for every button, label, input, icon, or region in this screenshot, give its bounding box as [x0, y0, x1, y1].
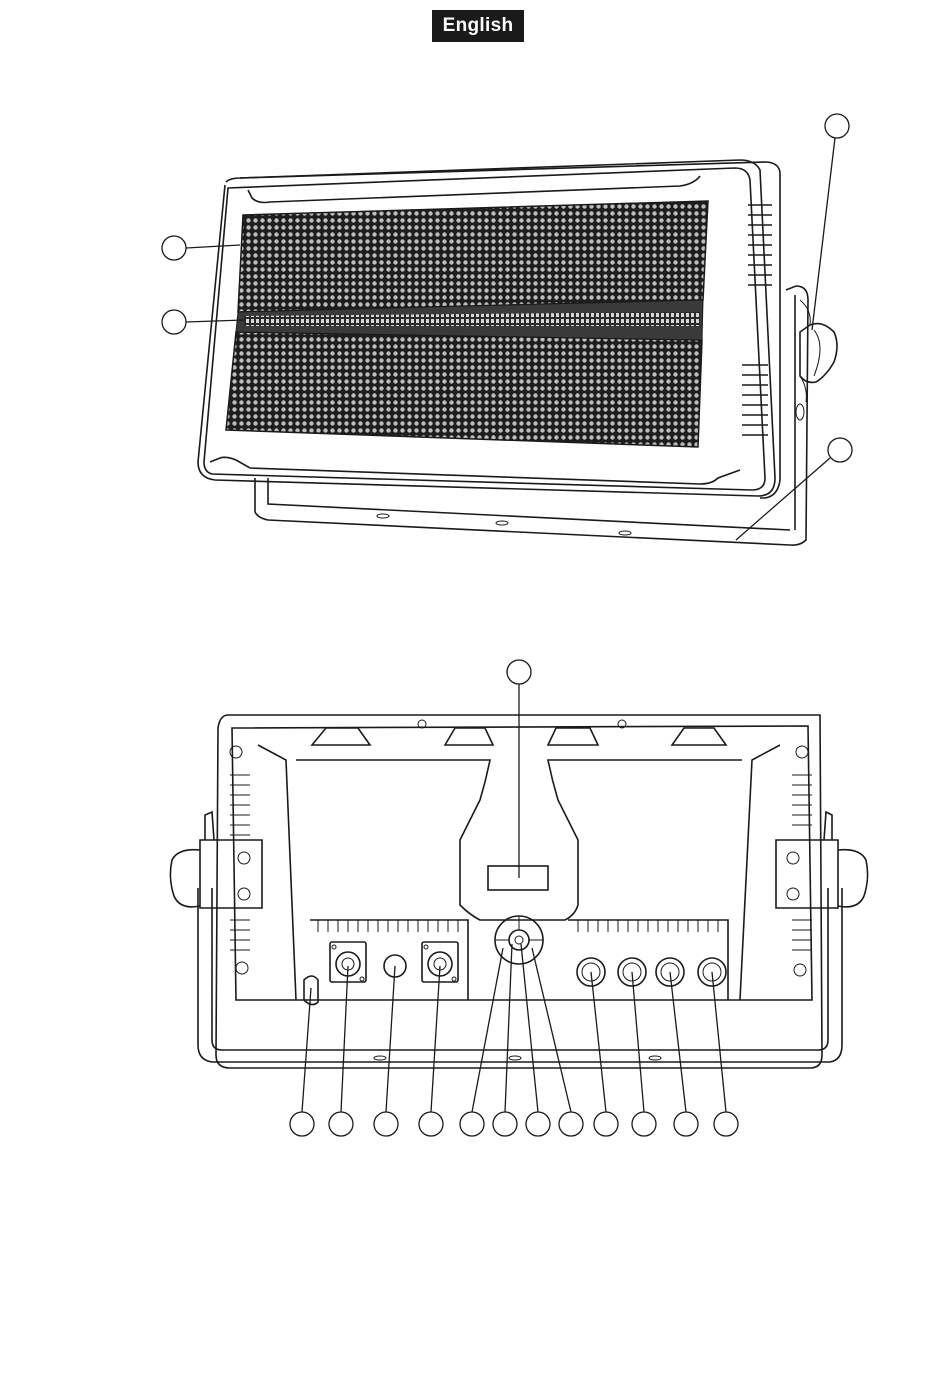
callout-rear-1: [290, 1112, 314, 1136]
callout-rear-7: [526, 1112, 550, 1136]
callout-rear-5: [460, 1112, 484, 1136]
callout-rear-8: [559, 1112, 583, 1136]
callout-rear-top: [507, 660, 531, 684]
callout-rear-3: [374, 1112, 398, 1136]
callout-front-2: [162, 310, 186, 334]
callout-front-4: [828, 438, 852, 462]
led-panel: [226, 201, 708, 447]
callout-rear-9: [594, 1112, 618, 1136]
bracket-knob: [800, 300, 837, 402]
rear-callouts: [290, 660, 738, 1136]
rear-view: [170, 660, 867, 1136]
callout-rear-6: [493, 1112, 517, 1136]
callout-front-3: [825, 114, 849, 138]
rear-connectors: [304, 916, 726, 1005]
callout-front-1: [162, 236, 186, 260]
callout-rear-2: [329, 1112, 353, 1136]
callout-rear-12: [714, 1112, 738, 1136]
callout-rear-11: [674, 1112, 698, 1136]
callout-rear-4: [419, 1112, 443, 1136]
callout-rear-10: [632, 1112, 656, 1136]
front-view: [162, 114, 852, 545]
rear-side-fins: [230, 775, 812, 950]
